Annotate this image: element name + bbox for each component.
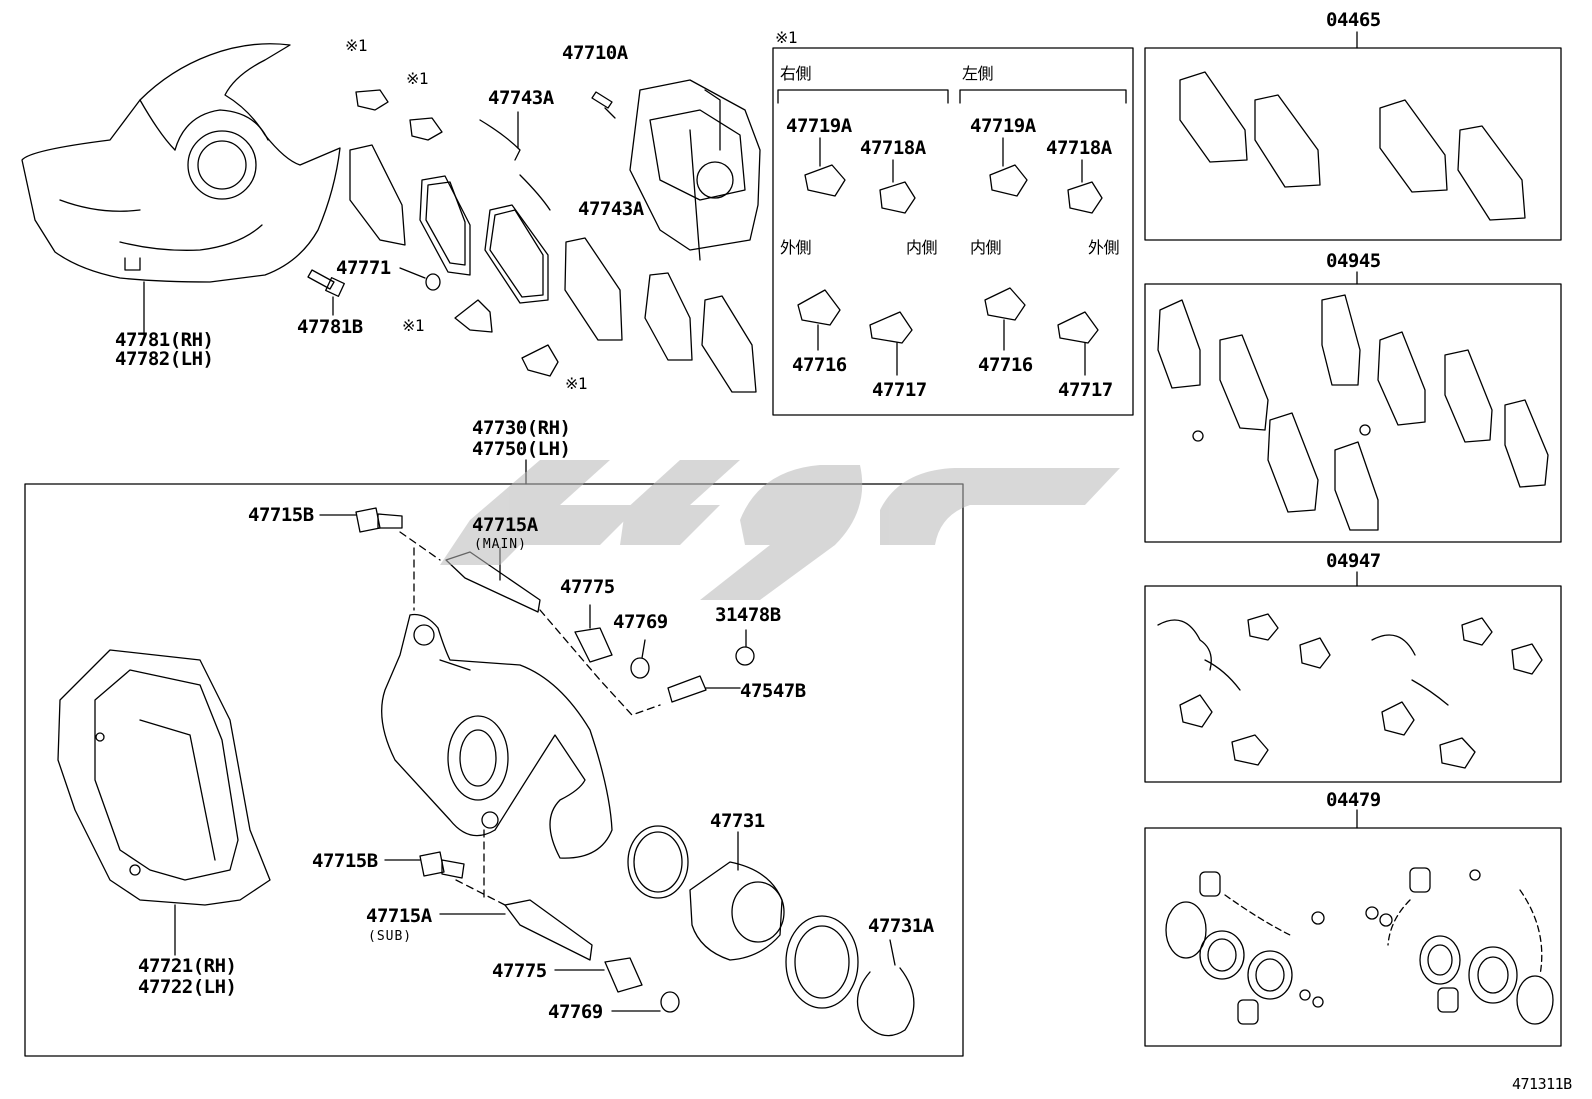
part-47717-right-label: 47717 <box>872 379 927 401</box>
part-47781-label: 47781(RH) <box>115 329 214 351</box>
part-47775-label-1: 47775 <box>560 576 615 598</box>
part-47715b-label-1: 47715B <box>248 504 314 526</box>
watermark <box>440 460 1120 600</box>
part-47743a-label: 47743A <box>488 87 554 109</box>
part-47721-label: 47721(RH) <box>138 955 237 977</box>
part-47722-label: 47722(LH) <box>138 976 237 998</box>
inner-side-label-2: 内側 <box>970 238 1002 257</box>
part-47718a-left-label: 47718A <box>1046 137 1112 159</box>
part-47750-label: 47750(LH) <box>472 438 571 460</box>
outer-side-label-1: 外側 <box>780 238 812 257</box>
sub-note-label: (SUB) <box>368 929 413 944</box>
part-47771-label: 47771 <box>336 257 391 279</box>
part-47781b-label: 47781B <box>297 316 363 338</box>
part-47716-right-label: 47716 <box>792 354 847 376</box>
part-31478b-label: 31478B <box>715 604 781 626</box>
part-47731-label: 47731 <box>710 810 765 832</box>
part-47769-label-2: 47769 <box>548 1001 603 1023</box>
part-47717-left-label: 47717 <box>1058 379 1113 401</box>
note-mark-3: ※1 <box>402 316 425 335</box>
part-47719a-left-label: 47719A <box>970 115 1036 137</box>
upper-pads-drawing <box>349 89 757 393</box>
part-47547b-label: 47547B <box>740 680 806 702</box>
part-47715a-sub-label: 47715A <box>366 905 432 927</box>
part-47715b-label-2: 47715B <box>312 850 378 872</box>
note-mark-2: ※1 <box>406 69 429 88</box>
part-47769-label-1: 47769 <box>613 611 668 633</box>
dust-cover-drawing <box>21 43 341 336</box>
part-47775-label-2: 47775 <box>492 960 547 982</box>
note-mark-5: ※1 <box>775 28 798 47</box>
part-47730-label: 47730(RH) <box>472 417 571 439</box>
kit-boxes-drawing <box>1144 31 1562 1047</box>
left-side-label: 左側 <box>962 64 994 83</box>
kit-04465-label: 04465 <box>1326 9 1381 31</box>
part-47715a-main-label: 47715A <box>472 514 538 536</box>
inner-side-label-1: 内側 <box>906 238 938 257</box>
caliper-box-drawing <box>24 459 964 1057</box>
part-47710a-label: 47710A <box>562 42 628 64</box>
main-note-label: (MAIN) <box>474 537 527 552</box>
part-47782-label: 47782(LH) <box>115 348 214 370</box>
kit-04945-label: 04945 <box>1326 250 1381 272</box>
kit-04947-label: 04947 <box>1326 550 1381 572</box>
diagram-number: 471311B <box>1512 1075 1572 1093</box>
part-47716-left-label: 47716 <box>978 354 1033 376</box>
right-side-label: 右側 <box>780 64 812 83</box>
bolt-47781b-drawing <box>307 267 441 316</box>
outer-side-label-2: 外側 <box>1088 238 1120 257</box>
detail-box-frame <box>772 47 1134 416</box>
part-47743a-label-2: 47743A <box>578 198 644 220</box>
note-mark-4: ※1 <box>565 374 588 393</box>
part-47731a-label: 47731A <box>868 915 934 937</box>
kit-04479-label: 04479 <box>1326 789 1381 811</box>
note-mark-1: ※1 <box>345 36 368 55</box>
upper-caliper-drawing <box>629 79 761 261</box>
part-47718a-right-label: 47718A <box>860 137 926 159</box>
part-47719a-right-label: 47719A <box>786 115 852 137</box>
